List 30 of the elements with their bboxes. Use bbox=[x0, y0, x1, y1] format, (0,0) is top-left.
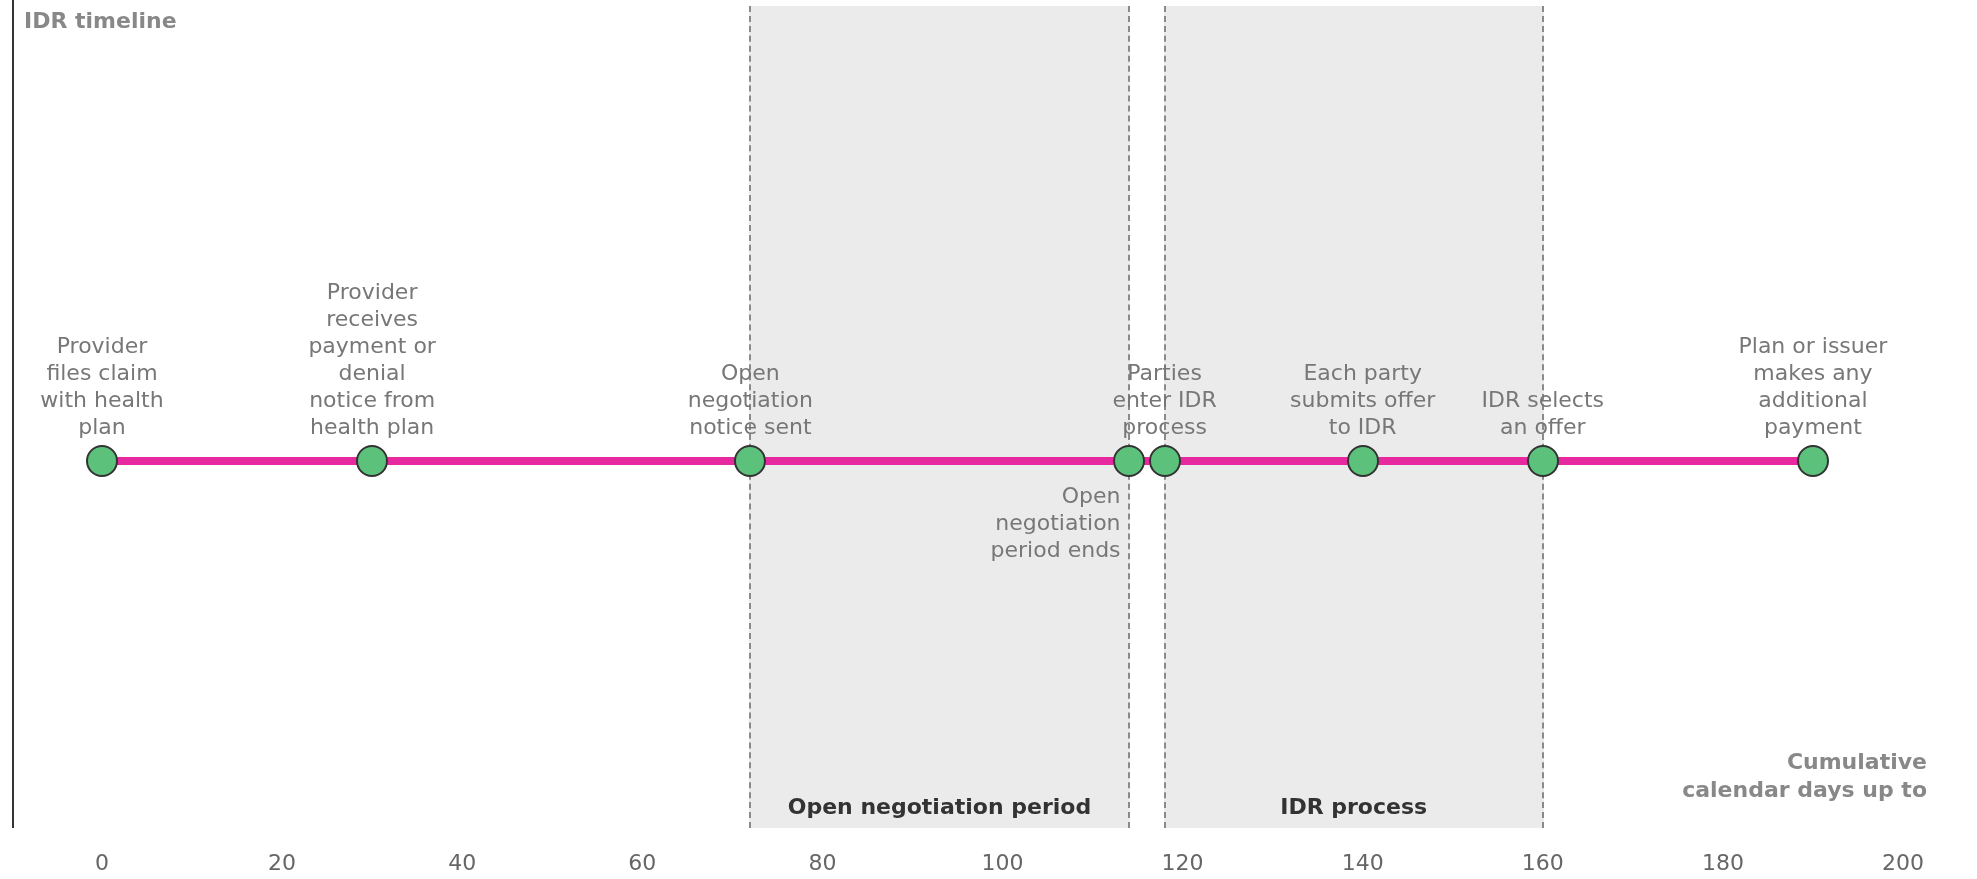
tick-label: 60 bbox=[627, 850, 658, 875]
event-label: Parties enter IDR process bbox=[1111, 359, 1218, 440]
tick-label: 0 bbox=[94, 850, 110, 875]
period-label: IDR process bbox=[1280, 794, 1428, 819]
axis-title: Cumulative calendar days up to bbox=[1681, 748, 1927, 804]
period-label: Open negotiation period bbox=[787, 794, 1092, 819]
chart-title: IDR timeline bbox=[24, 8, 177, 33]
event-label: Open negotiation period ends bbox=[989, 482, 1121, 563]
timeline-segment bbox=[1377, 457, 1528, 465]
tick-label: 40 bbox=[447, 850, 478, 875]
timeline-segment bbox=[387, 457, 736, 465]
tick-label: 140 bbox=[1340, 850, 1385, 875]
timeline-segment bbox=[1143, 457, 1150, 465]
tick-label: 200 bbox=[1881, 850, 1925, 875]
timeline-segment bbox=[1179, 457, 1348, 465]
event-label: Plan or issuer makes any additional payment bbox=[1737, 332, 1889, 440]
event-label: Each party submits offer to IDR bbox=[1289, 359, 1437, 440]
tick-label: 100 bbox=[980, 850, 1025, 875]
timeline-segment bbox=[1557, 457, 1798, 465]
tick-label: 160 bbox=[1520, 850, 1565, 875]
tick-label: 120 bbox=[1160, 850, 1205, 875]
timeline-segment bbox=[117, 457, 358, 465]
timeline-segment bbox=[765, 457, 1114, 465]
tick-label: 20 bbox=[267, 850, 298, 875]
event-label: Open negotiation notice sent bbox=[686, 359, 814, 440]
event-label: IDR selects an offer bbox=[1480, 386, 1606, 440]
tick-label: 80 bbox=[807, 850, 838, 875]
tick-label: 180 bbox=[1700, 850, 1745, 875]
event-label: Provider receives payment or denial notice from health plan bbox=[307, 278, 437, 440]
event-label: Provider files claim with health plan bbox=[39, 332, 165, 440]
